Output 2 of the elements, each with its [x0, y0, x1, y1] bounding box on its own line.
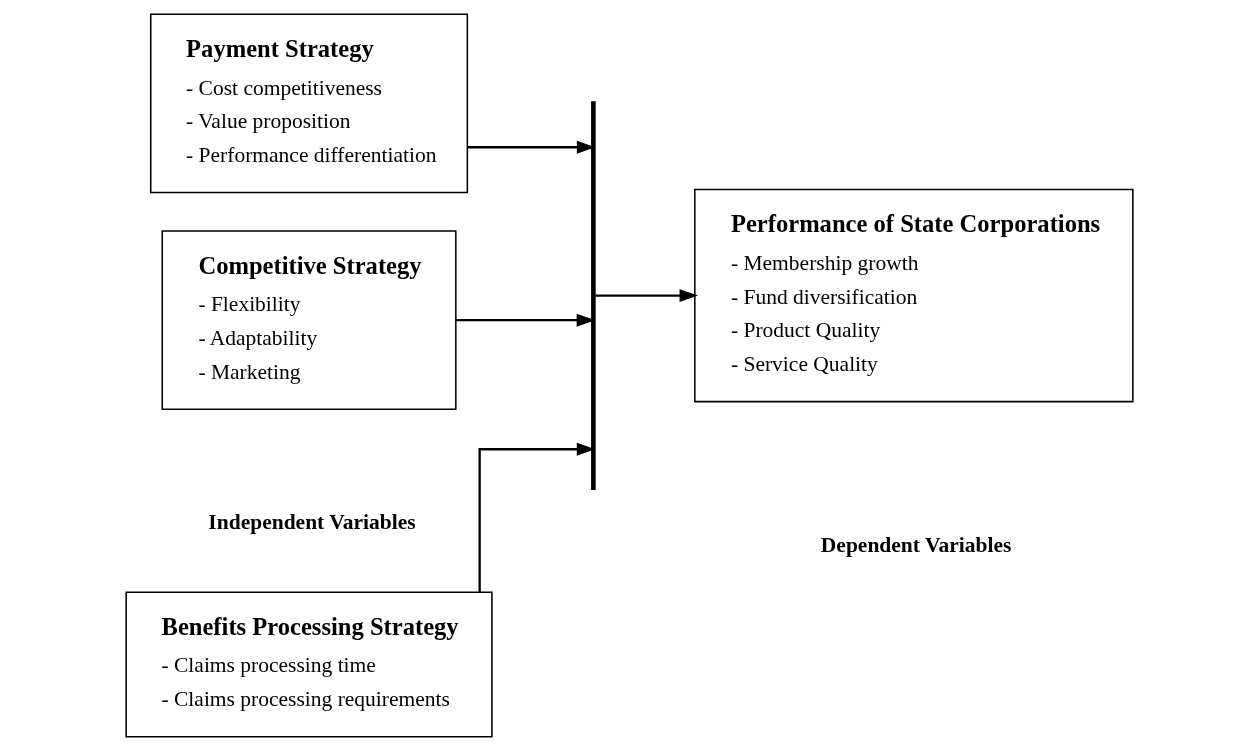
label: Independent Variables [207, 509, 416, 534]
label: Dependent Variables [820, 532, 1011, 557]
